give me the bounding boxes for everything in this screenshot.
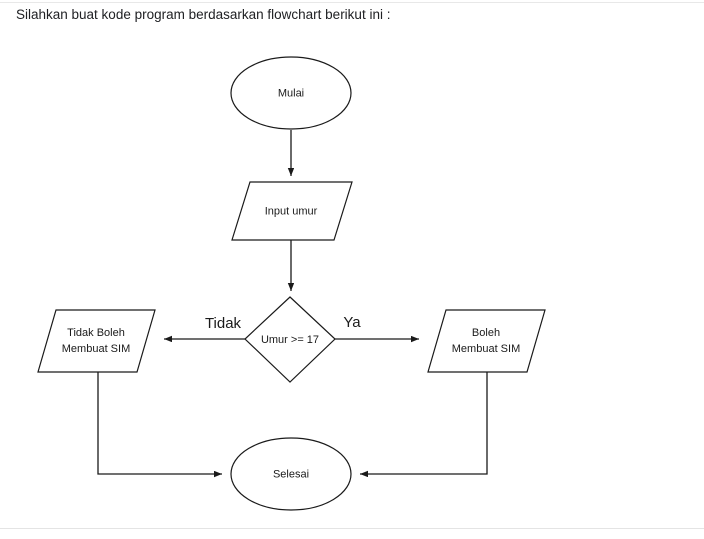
node-input[interactable]: Input umur <box>231 181 353 241</box>
node-decision[interactable]: Umur >= 17 <box>244 296 336 383</box>
input-label: Input umur <box>265 205 318 217</box>
node-output-no[interactable]: Tidak Boleh Membuat SIM <box>37 309 156 373</box>
end-ellipse-shape <box>230 437 352 511</box>
input-parallelogram-shape <box>231 181 353 241</box>
branch-label-yes: Ya <box>343 314 361 331</box>
node-end[interactable]: Selesai <box>230 437 352 511</box>
page-title: Silahkan buat kode program berdasarkan f… <box>16 7 391 22</box>
connector-no-to-end <box>97 372 222 478</box>
output-no-parallelogram-shape <box>37 309 156 373</box>
flowchart-canvas: Mulai Input umur Umur >= 17 Tidak Ya Tid… <box>0 26 704 526</box>
node-output-yes[interactable]: Boleh Membuat SIM <box>427 309 546 373</box>
decision-diamond-shape <box>244 296 336 383</box>
top-divider <box>0 2 704 3</box>
output-yes-parallelogram-shape <box>427 309 546 373</box>
start-label: Mulai <box>278 87 304 99</box>
branch-label-no: Tidak <box>205 315 242 332</box>
node-start[interactable]: Mulai <box>230 56 352 130</box>
output-no-label-line2: Membuat SIM <box>62 343 130 355</box>
connector-yes-to-end <box>360 372 488 478</box>
end-label: Selesai <box>273 468 309 480</box>
start-ellipse-shape <box>230 56 352 130</box>
output-yes-label-line1: Boleh <box>472 327 500 339</box>
output-yes-label-line2: Membuat SIM <box>452 343 520 355</box>
bottom-divider <box>0 528 704 529</box>
decision-label: Umur >= 17 <box>261 334 319 346</box>
output-no-label-line1: Tidak Boleh <box>67 327 125 339</box>
